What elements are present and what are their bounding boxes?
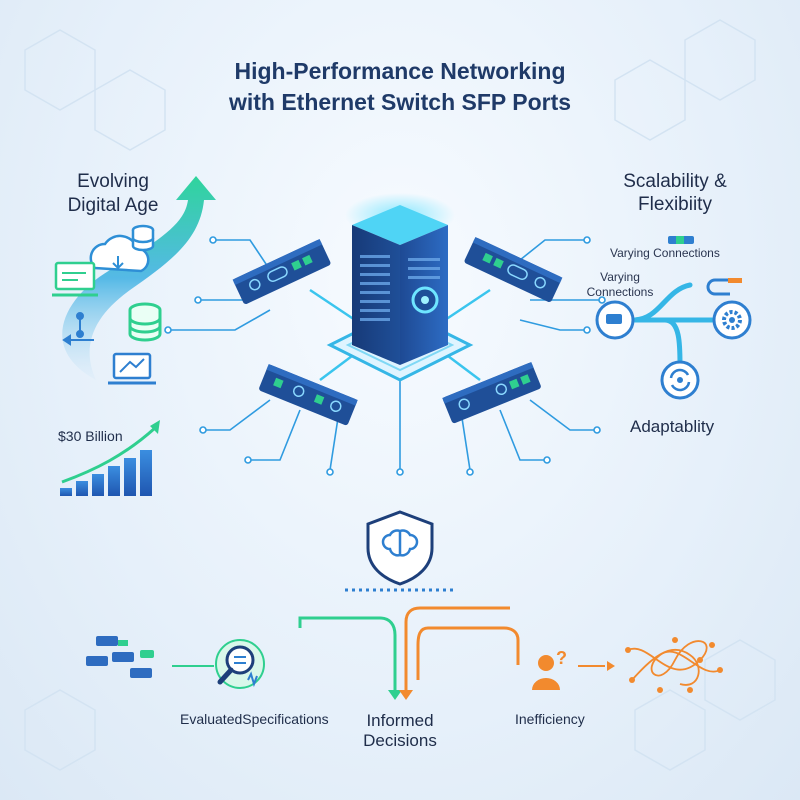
database-icon — [128, 302, 162, 342]
server-tower-icon — [345, 193, 455, 365]
varying-connections-mid-line1: Varying — [600, 270, 640, 284]
brain-shield-icon — [366, 510, 434, 586]
growth-chart-icon — [60, 420, 160, 496]
informed-decisions-line2: Decisions — [363, 731, 437, 750]
svg-text:?: ? — [556, 648, 567, 668]
decision-arrows — [172, 606, 615, 700]
tangled-network-icon — [625, 637, 723, 693]
evaluated-specifications-label: EvaluatedSpecifications — [180, 711, 329, 727]
magnifier-icon — [215, 639, 265, 689]
confused-person-icon: ? — [532, 648, 567, 690]
varying-connections-mid-line2: Connections — [586, 285, 654, 299]
market-value-label: $30 Billion — [58, 428, 123, 444]
database-icon — [131, 224, 155, 252]
network-switch-icon — [232, 239, 331, 304]
growth-arrow — [62, 176, 216, 380]
scalability-label-line2: Flexibiity — [638, 194, 712, 215]
monitor-icon — [52, 261, 98, 297]
connector-icon — [668, 236, 694, 244]
flex-connector — [630, 282, 718, 368]
background-hexagons — [24, 19, 776, 771]
network-switch-icon — [442, 362, 541, 424]
gear-icon — [712, 300, 752, 340]
network-switch-icon — [259, 364, 358, 426]
evolving-label-line1: Evolving — [77, 171, 149, 192]
connector-icon — [595, 300, 635, 340]
laptop-icon — [108, 352, 156, 385]
connector-icon — [62, 312, 94, 346]
network-switch-icon — [464, 237, 563, 302]
page-title-line2: with Ethernet Switch SFP Ports — [228, 89, 572, 115]
inefficiency-label: Inefficiency — [515, 711, 585, 727]
adaptability-label: Adaptablity — [630, 417, 715, 436]
varying-connections-top-label: Varying Connections — [610, 246, 720, 260]
network-switch-icon — [86, 636, 154, 678]
evolving-label-line2: Digital Age — [67, 195, 159, 216]
scalability-label-line1: Scalability & — [623, 171, 727, 192]
sync-icon — [660, 360, 700, 400]
informed-decisions-line1: Informed — [366, 711, 434, 730]
connector-icon — [706, 278, 742, 296]
page-title-line1: High-Performance Networking — [234, 58, 566, 84]
